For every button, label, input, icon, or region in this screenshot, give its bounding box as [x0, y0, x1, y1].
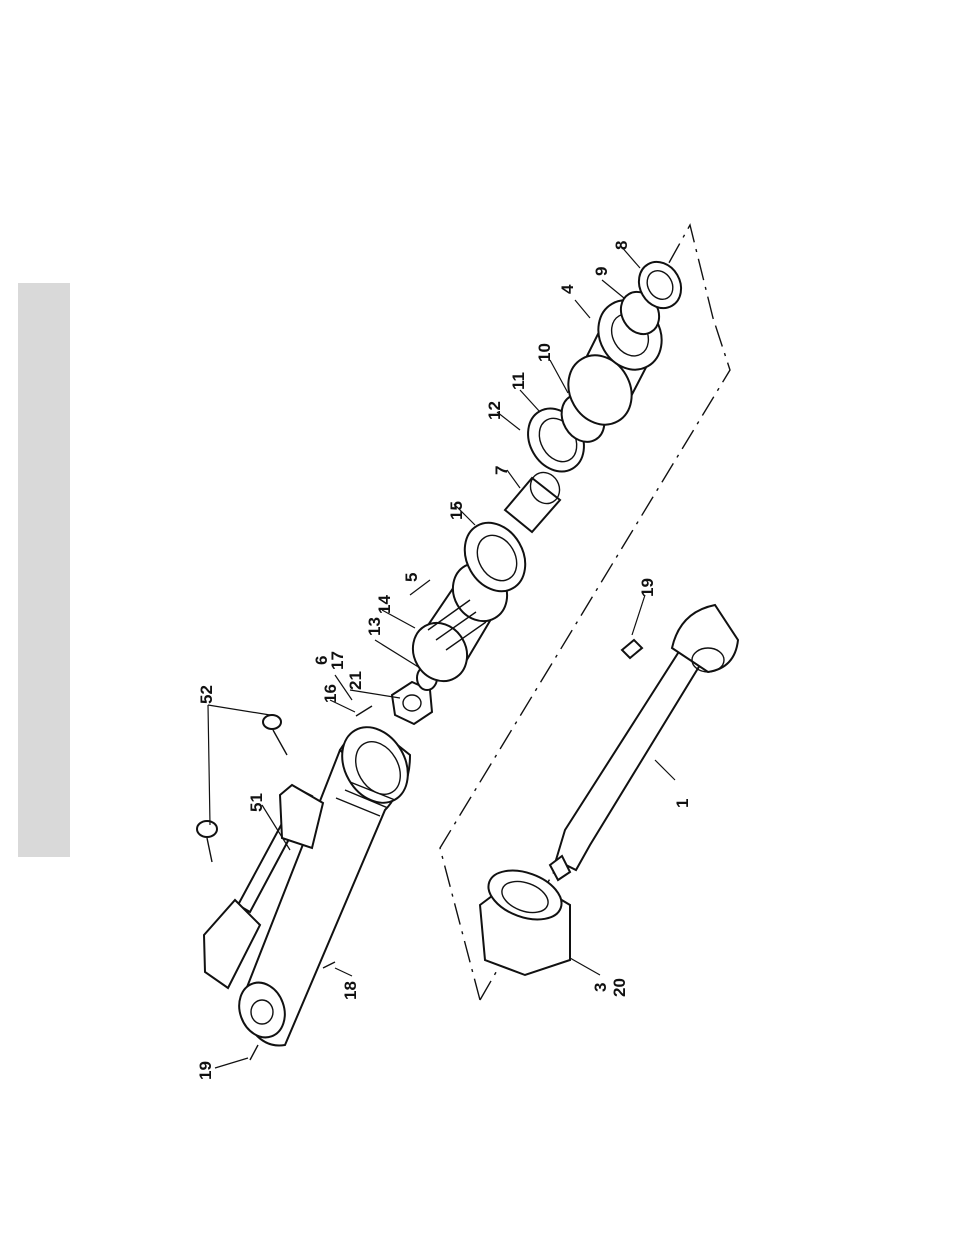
callout-11: 11 [509, 372, 528, 390]
callout-18: 18 [341, 981, 360, 1000]
callout-10: 10 [535, 343, 554, 362]
callout-5: 5 [402, 573, 421, 582]
callout-15: 15 [447, 501, 466, 520]
callout-17: 17 [328, 651, 347, 670]
callout-9: 9 [592, 267, 611, 276]
callout-19-left: 19 [196, 1061, 215, 1080]
callout-21: 21 [346, 671, 365, 690]
callout-19-right: 19 [638, 578, 657, 597]
rod-grease-fitting [622, 640, 642, 658]
callout-52: 52 [197, 685, 216, 704]
spacer [505, 467, 565, 532]
callout-3: 3 [591, 983, 610, 992]
piston-rod [550, 605, 738, 880]
callout-14: 14 [375, 595, 394, 614]
callout-4: 4 [558, 284, 577, 294]
callout-20: 20 [610, 978, 629, 997]
callout-7: 7 [492, 466, 511, 475]
callout-16: 16 [321, 684, 340, 703]
callout-12: 12 [485, 401, 504, 420]
callout-51: 51 [247, 793, 266, 812]
callout-8: 8 [612, 241, 631, 250]
callout-1: 1 [673, 799, 692, 808]
callout-13: 13 [365, 617, 384, 636]
